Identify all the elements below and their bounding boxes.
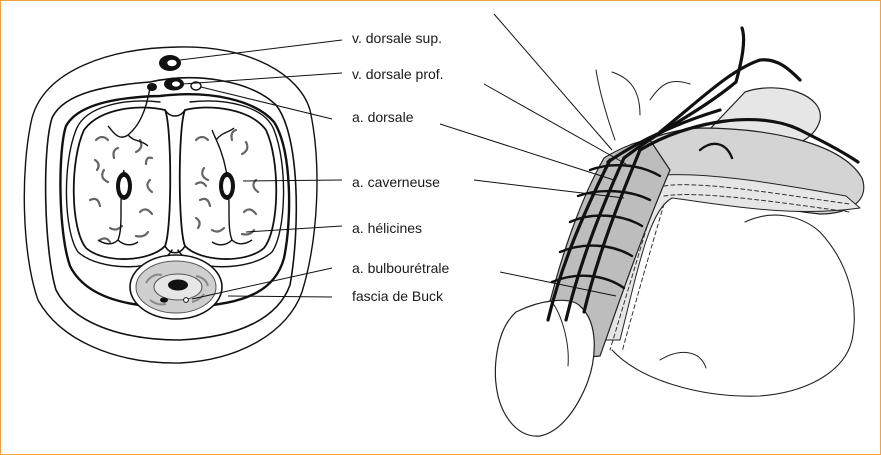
label-a-dorsale: a. dorsale <box>352 109 413 125</box>
bulbourethral-artery-left <box>160 297 168 302</box>
penis-tip <box>495 300 594 436</box>
urethra <box>168 280 188 291</box>
label-v-dorsale-prof: v. dorsale prof. <box>352 66 444 82</box>
cavernous-arteries <box>98 88 252 245</box>
lateral-view <box>495 28 863 436</box>
label-a-bulbouretrale: a. bulbourétrale <box>352 260 449 276</box>
bulbourethral-artery-right <box>184 298 189 303</box>
label-a-helicines: a. hélicines <box>352 220 422 236</box>
label-v-dorsale-sup: v. dorsale sup. <box>352 30 442 46</box>
label-fascia-de-buck: fascia de Buck <box>352 288 443 304</box>
dorsal-artery-left <box>147 83 157 91</box>
corpus-spongiosum <box>130 255 222 319</box>
label-a-caverneuse: a. caverneuse <box>352 174 440 190</box>
scrotum <box>612 215 854 396</box>
